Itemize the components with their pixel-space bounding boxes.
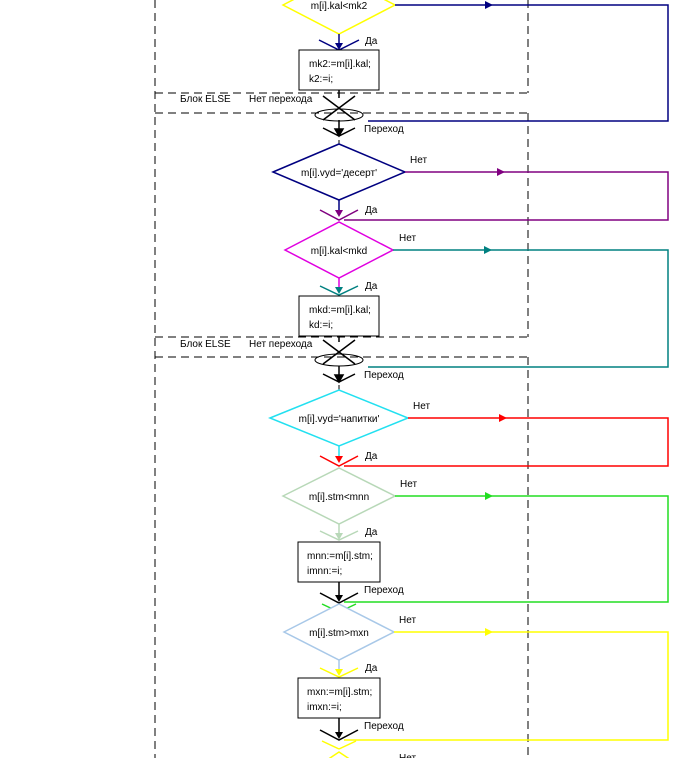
no-branch-d1 — [368, 4, 669, 122]
process-p4 — [297, 677, 381, 719]
jump-label-4: Переход — [364, 721, 404, 732]
else-block-label-2: Блок ELSE — [180, 339, 231, 350]
no-branch-d5 — [344, 495, 669, 603]
decision-d5-group: m[i].stm<mnn Нет Да — [281, 467, 669, 603]
no-label-d6: Нет — [399, 615, 416, 626]
decision-d3-text: m[i].kal<mkd — [311, 246, 367, 257]
yes-label-d6: Да — [365, 663, 378, 674]
no-branch-d6 — [344, 631, 669, 741]
process-p1-line1: mk2:=m[i].kal; — [309, 59, 371, 70]
decision-d4-group: m[i].vyd='напитки' Нет Да — [268, 389, 669, 467]
decision-d3-group: m[i].kal<mkd Нет Да — [283, 221, 669, 368]
process-p1-group: mk2:=m[i].kal; k2:=i; — [298, 49, 380, 91]
process-p2 — [298, 295, 380, 337]
merge-connector-2 — [314, 336, 364, 384]
process-p4-line1: mxn:=m[i].stm; — [307, 687, 372, 698]
process-p2-line1: mkd:=m[i].kal; — [309, 305, 371, 316]
decision-d1-group: m[i].kal<mk2 Да — [281, 0, 669, 122]
else-block-label-1: Блок ELSE — [180, 94, 231, 105]
decision-partial-next: Нет — [328, 751, 416, 758]
decision-d2-text: m[i].vyd='десерт' — [301, 168, 377, 179]
no-branch-d3 — [368, 249, 669, 368]
process-p4-line2: imxn:=i; — [307, 702, 342, 713]
process-p4-group: mxn:=m[i].stm; imxn:=i; — [297, 677, 381, 719]
no-jump-label-1: Нет перехода — [249, 94, 313, 105]
decision-d4-text: m[i].vyd='напитки' — [299, 414, 380, 425]
yes-label-d5: Да — [365, 527, 378, 538]
else-block-borders — [154, 0, 529, 758]
process-p3-line1: mnn:=m[i].stm; — [307, 551, 373, 562]
process-p2-line2: kd:=i; — [309, 320, 333, 331]
merge-connector-1 — [314, 90, 364, 138]
no-branch-d2 — [344, 171, 669, 221]
yes-label-d1: Да — [365, 36, 378, 47]
no-label-d5: Нет — [400, 479, 417, 490]
no-branch-d4 — [344, 417, 669, 467]
jump-label-3: Переход — [364, 585, 404, 596]
no-label-d4: Нет — [413, 401, 430, 412]
no-label-d2: Нет — [410, 155, 427, 166]
merge-connector-4 — [319, 718, 359, 750]
process-p3-group: mnn:=m[i].stm; imnn:=i; — [297, 541, 381, 583]
jump-label-1: Переход — [364, 124, 404, 135]
yes-label-d2: Да — [365, 205, 378, 216]
no-label-partial: Нет — [399, 753, 416, 758]
decision-d6-group: m[i].stm>mxn Нет Да — [282, 603, 669, 741]
jump-label-2: Переход — [364, 370, 404, 381]
no-label-d3: Нет — [399, 233, 416, 244]
process-p3 — [297, 541, 381, 583]
process-p1-line2: k2:=i; — [309, 74, 333, 85]
decision-d5-text: m[i].stm<mnn — [309, 492, 369, 503]
process-p2-group: mkd:=m[i].kal; kd:=i; — [298, 295, 380, 337]
yes-label-d4: Да — [365, 451, 378, 462]
process-p3-line2: imnn:=i; — [307, 566, 342, 577]
decision-d6-text: m[i].stm>mxn — [309, 628, 369, 639]
decision-d2-group: m[i].vyd='десерт' Нет Да — [271, 143, 669, 221]
decision-d1-text: m[i].kal<mk2 — [311, 1, 368, 12]
yes-label-d3: Да — [365, 281, 378, 292]
no-jump-label-2: Нет перехода — [249, 339, 313, 350]
